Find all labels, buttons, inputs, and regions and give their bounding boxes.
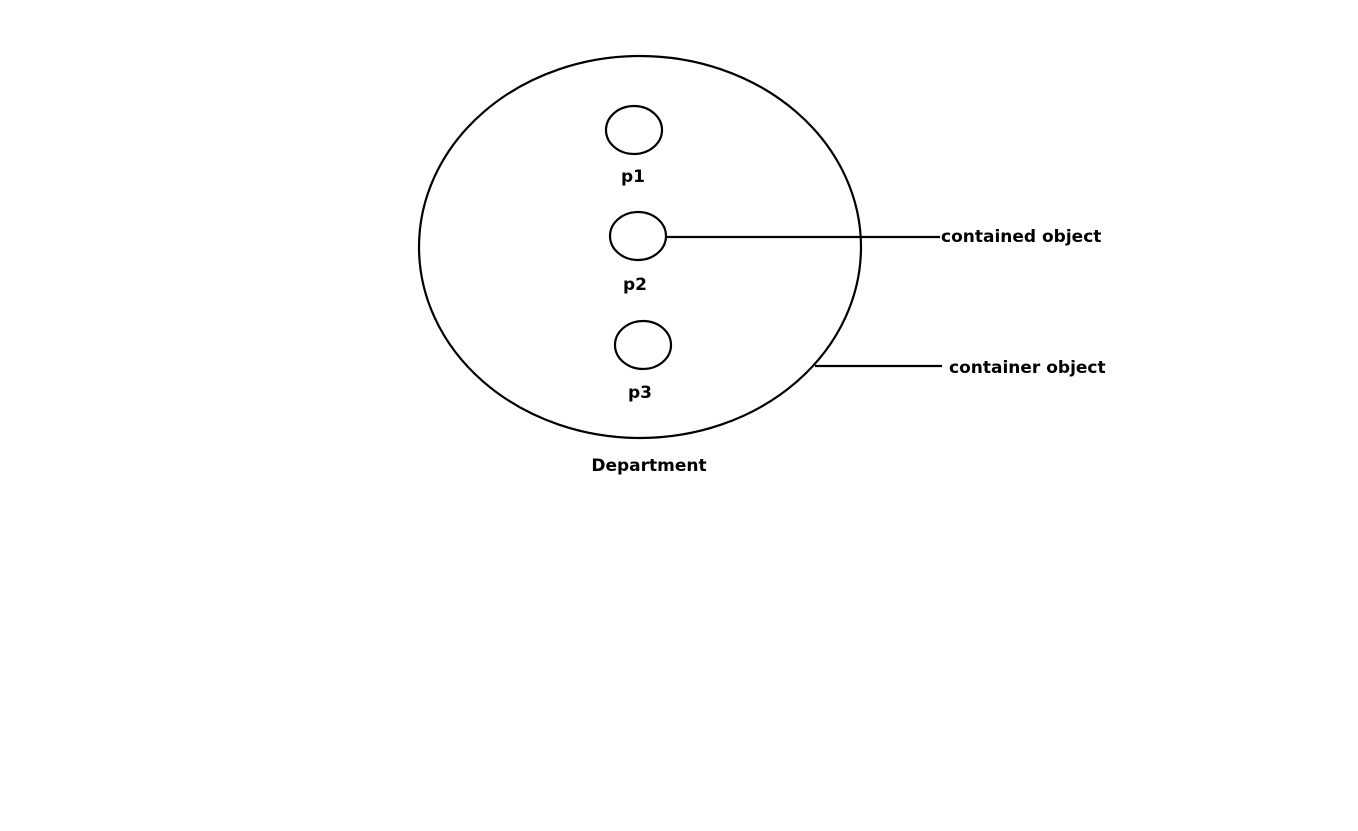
item-p1-circle (604, 104, 664, 156)
contained-object-annotation: contained object (941, 227, 1101, 247)
item-p2-label: p2 (623, 275, 647, 295)
container-ellipse (417, 54, 863, 440)
item-p2-circle (608, 210, 668, 262)
container-label: Department (591, 456, 706, 476)
item-p3-circle (613, 319, 673, 371)
item-p1-label: p1 (621, 167, 645, 187)
container-object-annotation: container object (949, 358, 1106, 378)
item-p3-label: p3 (628, 383, 652, 403)
